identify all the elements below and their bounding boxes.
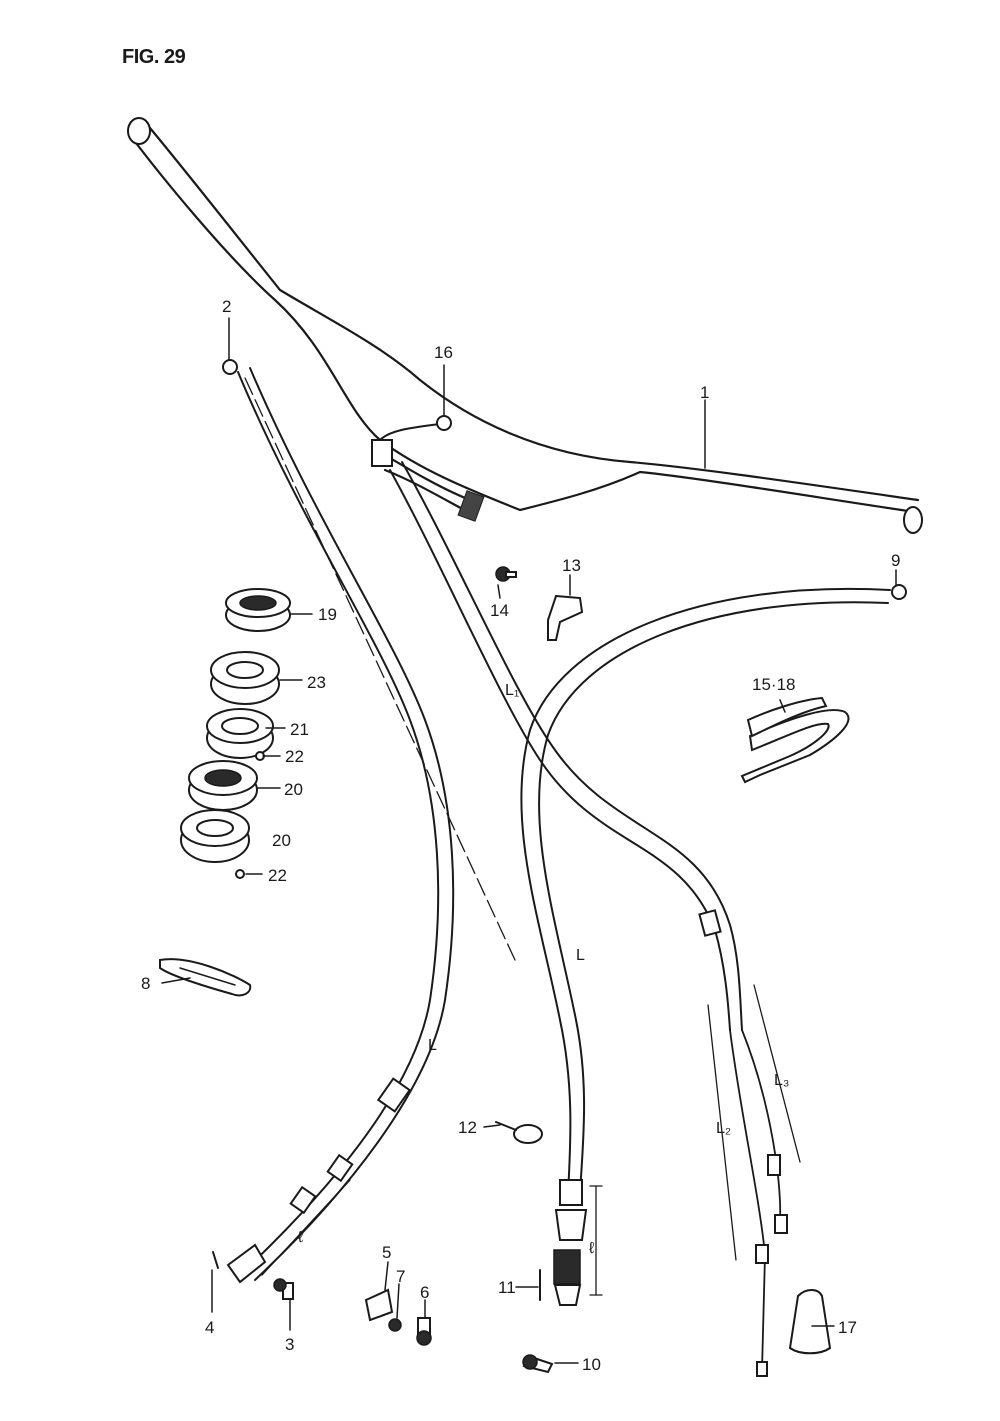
callout-labels: 2 16 1 9 13 14 19 23 21 22 20 20 22 15·1… — [141, 297, 900, 1374]
callout-3: 3 — [285, 1335, 294, 1354]
rear-cable — [389, 461, 788, 1377]
callout-2: 2 — [222, 297, 231, 316]
callout-15-18: 15·18 — [752, 675, 795, 694]
part-17-cap — [788, 1289, 832, 1355]
part-14-bolt — [495, 566, 517, 582]
callout-8: 8 — [141, 974, 150, 993]
dimension-l-front: ℓ — [589, 1240, 594, 1257]
part-12-clip — [495, 1121, 543, 1144]
part-21-seal — [206, 708, 274, 759]
callout-20-upper: 20 — [284, 780, 303, 799]
part-13-bracket — [547, 594, 584, 641]
figure-title: FIG. 29 — [122, 46, 186, 68]
part-20-bearing-lower — [180, 809, 250, 863]
dimension-l-left: ℓ — [298, 1229, 303, 1246]
part-20-bearing-upper — [188, 760, 258, 811]
callout-14: 14 — [490, 601, 509, 620]
callout-13: 13 — [562, 556, 581, 575]
callout-22-upper: 22 — [285, 747, 304, 766]
part-16-clamp — [371, 415, 452, 467]
dimension-L2: L₂ — [716, 1120, 731, 1137]
callout-11: 11 — [498, 1278, 516, 1297]
part-9-end — [891, 584, 907, 600]
front-cable — [520, 588, 891, 1306]
callout-20-lower: 20 — [272, 831, 291, 850]
part-7-nut — [388, 1318, 402, 1332]
callout-1: 1 — [700, 383, 709, 402]
dimension-L1: L₁ — [505, 682, 519, 699]
part-4-pin — [212, 1251, 219, 1269]
part-19-nut — [225, 588, 291, 632]
callout-9: 9 — [891, 551, 900, 570]
leader-lines — [161, 317, 897, 1364]
dimension-L3: L₃ — [774, 1072, 789, 1089]
callout-16: 16 — [434, 343, 453, 362]
dimension-L-left: L — [428, 1037, 437, 1054]
callout-10: 10 — [582, 1355, 601, 1374]
part-3-bolt — [273, 1278, 294, 1300]
callout-17: 17 — [838, 1318, 857, 1337]
part-23-washer — [210, 651, 280, 705]
dimension-L-front: L — [576, 947, 585, 964]
callout-12: 12 — [458, 1118, 477, 1137]
part-6-bolt — [416, 1317, 432, 1346]
dimension-labels: L₁ L L ℓ ℓ L₂ L₃ — [298, 682, 789, 1257]
dimension-lines — [244, 377, 801, 1296]
part-15-18-strap — [740, 696, 850, 784]
callout-6: 6 — [420, 1283, 429, 1302]
callout-19: 19 — [318, 605, 337, 624]
callout-23: 23 — [307, 673, 326, 692]
part-8-plate — [159, 958, 252, 997]
callout-5: 5 — [382, 1243, 391, 1262]
callout-21: 21 — [290, 720, 309, 739]
part-5-holder — [364, 1288, 394, 1322]
left-cable — [226, 367, 455, 1284]
part-22-balls — [235, 751, 265, 879]
callout-22-lower: 22 — [268, 866, 287, 885]
handlebar — [127, 117, 923, 534]
callout-4: 4 — [205, 1318, 214, 1337]
callout-7: 7 — [396, 1267, 405, 1286]
part-2-clamp — [222, 359, 238, 375]
part-10-bolt — [522, 1354, 554, 1374]
